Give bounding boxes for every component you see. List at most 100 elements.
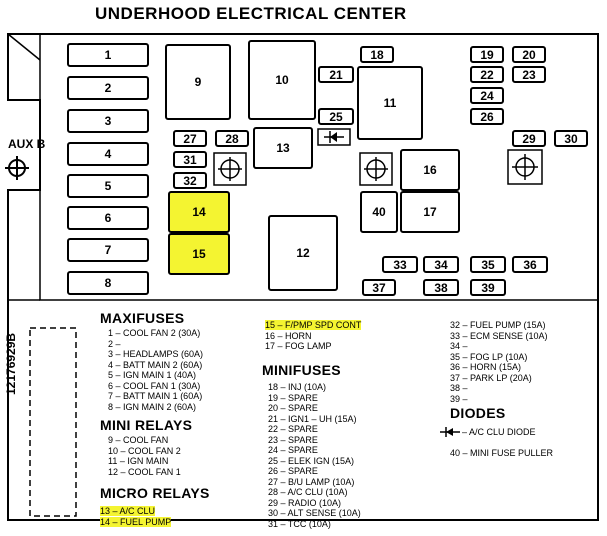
relay-14: 14 bbox=[168, 191, 230, 233]
mounting-stud-icon bbox=[359, 152, 393, 186]
maxifuse-1: 1 bbox=[67, 43, 149, 67]
list-item: 19 – SPARE bbox=[268, 392, 318, 403]
part-number: 12176929B bbox=[4, 332, 18, 395]
diode-symbol-icon bbox=[317, 128, 351, 146]
list-item: 35 – FOG LP (10A) bbox=[450, 351, 528, 362]
fuse-puller-legend-label: 40 – MINI FUSE PULLER bbox=[450, 448, 554, 458]
list-item: 2 – bbox=[108, 338, 121, 349]
list-item: 11 – IGN MAIN bbox=[108, 456, 169, 466]
relay-9: 9 bbox=[165, 44, 231, 120]
minifuse-32: 32 bbox=[173, 172, 207, 189]
list-item: 5 – IGN MAIN 1 (40A) bbox=[108, 370, 197, 380]
list-item: 17 – FOG LAMP bbox=[265, 341, 332, 351]
minifuse-33: 33 bbox=[382, 256, 418, 273]
list-item: 27 – B/U LAMP (10A) bbox=[268, 476, 355, 487]
minifuse-29: 29 bbox=[512, 130, 546, 147]
maxifuse-4: 4 bbox=[67, 142, 149, 166]
list-item: 3 – HEADLAMPS (60A) bbox=[108, 349, 204, 359]
minifuse-35: 35 bbox=[470, 256, 506, 273]
list-item: 24 – SPARE bbox=[268, 445, 318, 455]
minifuse-19: 19 bbox=[470, 46, 504, 63]
list-item: 1 – COOL FAN 2 (30A) bbox=[108, 328, 201, 338]
maxifuse-3: 3 bbox=[67, 109, 149, 133]
mounting-stud-icon bbox=[507, 149, 543, 185]
list-item: 33 – ECM SENSE (10A) bbox=[450, 330, 548, 341]
minifuse-37: 37 bbox=[362, 279, 396, 296]
maxifuse-8: 8 bbox=[67, 271, 149, 295]
fuse-puller-40: 40 bbox=[360, 191, 398, 233]
list-item: 7 – BATT MAIN 1 (60A) bbox=[108, 391, 203, 401]
minifuses-heading: MINIFUSES bbox=[262, 362, 341, 378]
list-item: 8 – IGN MAIN 2 (60A) bbox=[108, 401, 197, 412]
relay-15: 15 bbox=[168, 233, 230, 275]
list-item: 30 – ALT SENSE (10A) bbox=[268, 508, 361, 518]
minifuse-21: 21 bbox=[318, 66, 354, 83]
list-item: 13 – A/C CLU bbox=[100, 506, 156, 516]
fuse-puller-outline bbox=[29, 327, 77, 517]
list-item: 14 – FUEL PUMP bbox=[100, 516, 172, 527]
mini-relays-heading: MINI RELAYS bbox=[100, 417, 193, 433]
relay-16: 16 bbox=[400, 149, 460, 191]
mini-relays-list: 9 – COOL FAN 10 – COOL FAN 2 11 – IGN MA… bbox=[108, 435, 181, 477]
list-item: 32 – FUEL PUMP (15A) bbox=[450, 320, 546, 330]
mounting-stud-icon bbox=[213, 152, 247, 186]
minifuse-20: 20 bbox=[512, 46, 546, 63]
relay-13: 13 bbox=[253, 127, 313, 169]
list-item: 38 – bbox=[450, 383, 468, 393]
relay-10: 10 bbox=[248, 40, 316, 120]
minifuse-24: 24 bbox=[470, 87, 504, 104]
list-item: 6 – COOL FAN 1 (30A) bbox=[108, 380, 201, 391]
relay-12: 12 bbox=[268, 215, 338, 291]
maxifuses-heading: MAXIFUSES bbox=[100, 310, 185, 326]
list-item: 28 – A/C CLU (10A) bbox=[268, 487, 348, 497]
list-item: 9 – COOL FAN bbox=[108, 435, 169, 445]
list-item: 18 – INJ (10A) bbox=[268, 382, 327, 392]
aux-b-label: AUX B bbox=[8, 137, 46, 151]
minifuse-22: 22 bbox=[470, 66, 504, 83]
list-item: 10 – COOL FAN 2 bbox=[108, 445, 181, 456]
maxifuses-list: 1 – COOL FAN 2 (30A) 2 – 3 – HEADLAMPS (… bbox=[108, 328, 203, 412]
maxifuse-7: 7 bbox=[67, 238, 149, 262]
list-item: 4 – BATT MAIN 2 (60A) bbox=[108, 359, 203, 370]
list-item: 37 – PARK LP (20A) bbox=[450, 372, 532, 383]
maxifuse-5: 5 bbox=[67, 174, 149, 198]
list-item: 34 – bbox=[450, 341, 468, 351]
list-item: 39 – bbox=[450, 393, 468, 404]
diode-legend-icon bbox=[440, 427, 460, 437]
list-item: 20 – SPARE bbox=[268, 403, 318, 413]
micro-relays-heading: MICRO RELAYS bbox=[100, 485, 210, 501]
minifuse-34: 34 bbox=[423, 256, 459, 273]
minifuse-39: 39 bbox=[470, 279, 506, 296]
maxifuse-2: 2 bbox=[67, 76, 149, 100]
minifuse-28: 28 bbox=[215, 130, 249, 147]
list-item: 31 – TCC (10A) bbox=[268, 518, 331, 529]
minifuse-30: 30 bbox=[554, 130, 588, 147]
minifuse-23: 23 bbox=[512, 66, 546, 83]
diode-legend-label: – A/C CLU DIODE bbox=[462, 427, 536, 437]
minifuse-25: 25 bbox=[318, 108, 354, 125]
minifuse-38: 38 bbox=[423, 279, 459, 296]
list-item: 21 – IGN1 – UH (15A) bbox=[268, 413, 357, 424]
list-item: 23 – SPARE bbox=[268, 434, 318, 445]
micro-relays-list: 13 – A/C CLU 14 – FUEL PUMP bbox=[100, 506, 172, 527]
list-item: 16 – HORN bbox=[265, 330, 312, 341]
relay-17: 17 bbox=[400, 191, 460, 233]
maxifuse-6: 6 bbox=[67, 206, 149, 230]
list-item: 12 – COOL FAN 1 bbox=[108, 466, 181, 477]
minifuse-36: 36 bbox=[512, 256, 548, 273]
relay-11: 11 bbox=[357, 66, 423, 140]
minifuse-31: 31 bbox=[173, 151, 207, 168]
micro-relays-continued-list: 15 – F/PMP SPD CONT 16 – HORN 17 – FOG L… bbox=[265, 320, 362, 352]
list-item: 29 – RADIO (10A) bbox=[268, 497, 342, 508]
list-item: 36 – HORN (15A) bbox=[450, 362, 522, 372]
aux-b-stud-icon bbox=[5, 156, 29, 180]
minifuses-continued-list: 32 – FUEL PUMP (15A) 33 – ECM SENSE (10A… bbox=[450, 320, 548, 404]
minifuse-27: 27 bbox=[173, 130, 207, 147]
list-item: 26 – SPARE bbox=[268, 466, 318, 476]
diodes-heading: DIODES bbox=[450, 405, 506, 421]
minifuse-26: 26 bbox=[470, 108, 504, 125]
minifuses-list: 18 – INJ (10A) 19 – SPARE 20 – SPARE 21 … bbox=[268, 382, 361, 529]
list-item: 22 – SPARE bbox=[268, 424, 318, 434]
minifuse-18: 18 bbox=[360, 46, 394, 63]
